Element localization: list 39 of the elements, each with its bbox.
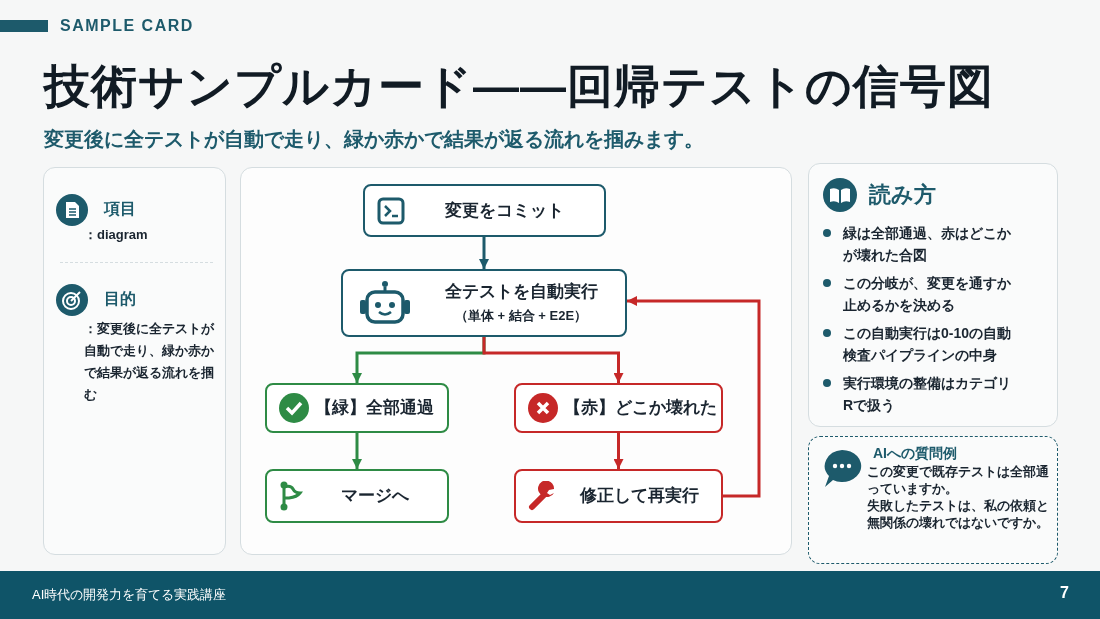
header-label: SAMPLE CARD bbox=[60, 17, 194, 35]
box-label: 全テストを自動実行 bbox=[444, 281, 598, 302]
bullet-item: この分岐が、変更を通すか止めるかを決める bbox=[821, 272, 1021, 316]
page-number: 7 bbox=[1060, 584, 1069, 602]
question-text: この変更で既存テストは全部通っていますか。 bbox=[867, 464, 1050, 498]
field-value: ：diagram bbox=[84, 226, 148, 244]
field-label: 項目 bbox=[104, 199, 136, 219]
bullet-item: 実行環境の整備はカテゴリRで扱う bbox=[821, 372, 1021, 416]
process-box bbox=[265, 383, 449, 433]
card-heading: AIへの質問例 bbox=[873, 445, 957, 463]
arrow bbox=[627, 296, 761, 498]
box-label: 修正して再実行 bbox=[580, 485, 699, 506]
card-heading: 読み方 bbox=[869, 181, 936, 209]
field-value: ：変更後に全テストが自動で走り、緑か赤かで結果が返る流れを掴む bbox=[84, 320, 216, 404]
box-sublabel: （単体 + 結合 + E2E） bbox=[454, 307, 588, 325]
process-box bbox=[514, 469, 723, 523]
arrow bbox=[613, 433, 624, 469]
info-card bbox=[43, 167, 226, 555]
arrow bbox=[482, 337, 624, 383]
question-text: 失敗したテストは、私の依頼と無関係の壊れではないですか。 bbox=[867, 498, 1050, 532]
process-box bbox=[341, 269, 627, 337]
subtitle: 変更後に全テストが自動で走り、緑か赤かで結果が返る流れを掴みます。 bbox=[44, 127, 704, 152]
arrow bbox=[479, 237, 489, 269]
process-box bbox=[363, 184, 606, 237]
bullet-item: この自動実行は0-10の自動検査パイプラインの中身 bbox=[821, 322, 1021, 366]
box-label: 【緑】全部通過 bbox=[315, 397, 434, 418]
box-label: 【赤】どこか壊れた bbox=[564, 397, 717, 418]
callout-card bbox=[808, 436, 1058, 564]
arrow bbox=[352, 433, 362, 469]
process-box bbox=[265, 469, 449, 523]
process-box bbox=[514, 383, 723, 433]
field-label: 目的 bbox=[104, 289, 136, 309]
title: 技術サンプルカード——回帰テストの信号図 bbox=[44, 59, 994, 114]
box-label: マージへ bbox=[341, 485, 409, 506]
bullet-item: 緑は全部通過、赤はどこかが壊れた合図 bbox=[821, 222, 1021, 266]
box-label: 変更をコミット bbox=[445, 199, 564, 221]
footer-text: AI時代の開発力を育てる実践講座 bbox=[32, 586, 227, 604]
info-card bbox=[808, 163, 1058, 427]
diagram-panel bbox=[240, 167, 792, 555]
